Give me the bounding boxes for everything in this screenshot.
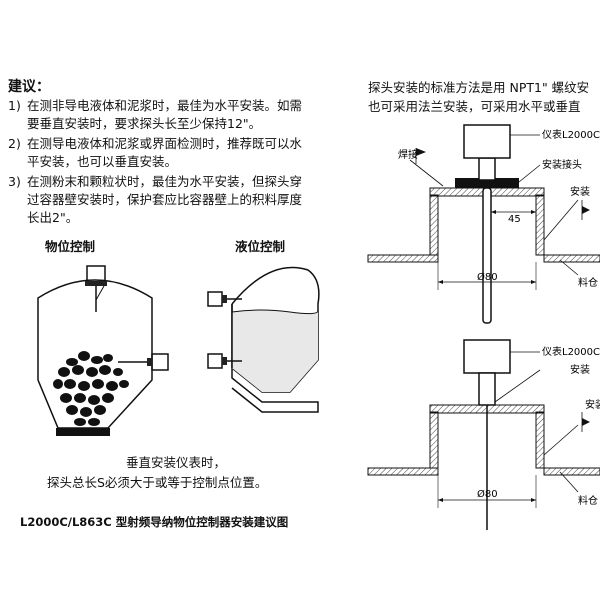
- silo-diagram: [37, 265, 169, 436]
- top-weld-label: 焊接: [398, 148, 418, 161]
- tank-diagram: [207, 266, 320, 413]
- top-fitting-label: 安装接头: [542, 158, 582, 171]
- suggestion-3-line-2: 过容器壁安装时，保护套应比容器壁上的积料厚度: [27, 192, 303, 207]
- bottom-install-drawing: 仪表L2000C 安装 安装 Ø80 料仓: [367, 339, 600, 530]
- bottom-instrument-label: 仪表L2000C: [542, 345, 600, 358]
- label-material-level: 物位控制: [45, 239, 96, 254]
- suggestion-1-line-1: 在测非导电液体和泥浆时，最佳为水平安装。如需: [27, 98, 303, 113]
- suggestion-2-line-2: 平安装，也可以垂直安装。: [27, 154, 178, 169]
- figure-caption: L2000C/L863C 型射频导纳物位控制器安装建议图: [20, 515, 289, 529]
- label-liquid-level: 液位控制: [235, 239, 286, 254]
- suggestions-title: 建议：: [8, 79, 50, 95]
- bottom-install-label-1: 安装: [570, 363, 590, 376]
- suggestion-3-line-1: 在测粉末和颗粒状时，最佳为水平安装，但探头穿: [27, 174, 303, 189]
- suggestion-3-line-3: 长出2"。: [27, 210, 79, 225]
- suggestion-1-num: 1): [8, 98, 21, 113]
- side-probe: [118, 353, 169, 371]
- granular-material: [53, 351, 129, 426]
- right-intro-line-2: 也可采用法兰安装，可采用水平或垂直: [368, 99, 581, 114]
- bottom-silo-label: 料仓: [578, 494, 598, 507]
- suggestion-3-num: 3): [8, 174, 21, 189]
- top-install-drawing: 焊接 仪表L2000C 安装接头 安装 45 Ø80 料仓: [367, 124, 600, 324]
- install-drawings: 焊接 仪表L2000C 安装接头 安装 45 Ø80 料仓 仪表L2000C 安…: [367, 124, 600, 530]
- top-dim-80: Ø80: [477, 271, 498, 283]
- top-silo-label: 料仓: [578, 276, 598, 289]
- vertical-note-line-1: 垂直安装仪表时，: [126, 455, 227, 470]
- bottom-dim-80: Ø80: [477, 488, 498, 500]
- top-install-label: 安装: [570, 185, 590, 198]
- bottom-install-label-2: 安装: [585, 398, 600, 411]
- top-instrument-label: 仪表L2000C: [542, 128, 600, 141]
- suggestion-1-line-2: 要垂直安装时，要求探头长至少保持12"。: [27, 116, 262, 131]
- top-dim-45: 45: [508, 214, 521, 225]
- top-probe: [85, 265, 107, 312]
- suggestion-2-line-1: 在测导电液体和泥浆或界面检测时，推荐既可以水: [27, 136, 303, 151]
- level-control-diagrams: [37, 265, 320, 436]
- suggestion-2-num: 2): [8, 136, 21, 151]
- right-intro-line-1: 探头安装的标准方法是用 NPT1" 螺纹安: [368, 80, 590, 95]
- vertical-note-line-2: 探头总长S必须大于或等于控制点位置。: [47, 475, 268, 490]
